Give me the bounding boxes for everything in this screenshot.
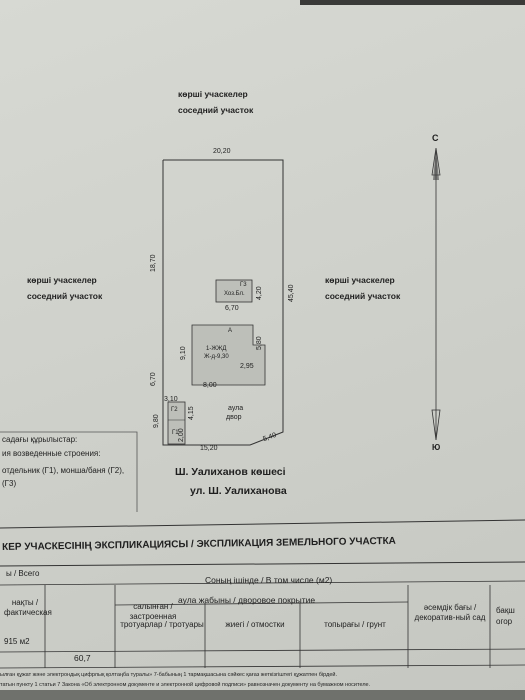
neighbor-right-kz: көрші учаскелер xyxy=(325,275,395,285)
compass-south: Ю xyxy=(432,443,441,452)
explication-decor: әсемдік бағы / декоратив-ный сад xyxy=(414,603,486,623)
explication-total: ы / Всего xyxy=(6,569,40,578)
explication-yard-cover: аула жабыны / дворовое покрытие xyxy=(178,595,316,605)
g3-desc: Хоз.Бл. xyxy=(224,291,245,297)
explication-among: Соның ішінде / В том числе (м2) xyxy=(205,575,333,585)
street-ru: ул. Ш. Уалиханова xyxy=(190,485,287,497)
dim-g2-side: 2,00 xyxy=(178,428,185,442)
legend-line1: садағы құрылыстар: xyxy=(2,435,78,444)
explication-built: салынған / застроенная xyxy=(129,602,177,622)
dim-right: 45,40 xyxy=(288,284,295,302)
dim-house-width: 8,00 xyxy=(203,382,217,389)
legend-line3: отдельник (Г1), монша/баня (Г2), xyxy=(2,466,125,475)
street-kz: Ш. Уалиханов көшесі xyxy=(175,466,286,478)
dim-left-lower: 9,80 xyxy=(153,414,160,428)
explication-garden: бақш огор xyxy=(496,606,515,627)
compass-north: С xyxy=(432,133,439,143)
building-house xyxy=(191,324,266,386)
footer-line2: татын пункту 1 статьи 7 Закона «Об элект… xyxy=(0,682,371,688)
top-strip xyxy=(300,0,525,5)
neighbor-left-ru: соседний участок xyxy=(27,291,103,301)
dim-g2-top: 3,10 xyxy=(164,396,178,403)
dim-g2-height: 4,15 xyxy=(188,406,195,420)
compass-arrow-down xyxy=(431,409,441,441)
legend-box xyxy=(0,431,138,512)
dim-house-notch-h: 5,80 xyxy=(256,336,263,350)
house-desc1: 1-ЖЖД xyxy=(206,346,227,352)
dim-left-middle: 6,70 xyxy=(150,372,157,386)
explication-blind-area: жиегі / отмостки xyxy=(225,620,285,629)
house-code: А xyxy=(228,328,233,334)
dim-bottom: 15,20 xyxy=(200,445,218,452)
plot-boundary xyxy=(162,159,284,446)
dim-house-height: 9,10 xyxy=(180,346,187,360)
neighbor-top-kz: көрші учаскелер xyxy=(178,89,248,99)
g2-desc: Г1 xyxy=(172,430,179,436)
explication-actual: нақты / фактическая xyxy=(4,598,52,617)
dim-g3-height: 4,20 xyxy=(256,286,263,300)
neighbor-right-ru: соседний участок xyxy=(325,291,401,301)
yard-ru: двор xyxy=(226,414,242,421)
dim-left-upper: 18,70 xyxy=(150,254,157,272)
neighbor-top-ru: соседний участок xyxy=(178,105,254,115)
building-g3 xyxy=(215,279,253,303)
neighbor-left-kz: көрші учаскелер xyxy=(27,275,97,285)
legend-line2: ия возведенные строения: xyxy=(2,449,101,458)
explication-val-built: 60,7 xyxy=(74,653,91,663)
explication-val-actual: 915 м2 xyxy=(4,637,30,646)
footer-line1: ылған құжат және электрондық цифрлық қол… xyxy=(0,672,337,678)
g2-code: Г2 xyxy=(171,407,178,413)
dim-house-notch-w: 2,95 xyxy=(240,363,254,370)
legend-line4: (Г3) xyxy=(2,479,17,488)
g3-code: Г3 xyxy=(240,282,247,288)
explication-sidewalks: тротуарлар / тротуары xyxy=(120,620,204,629)
dim-top: 20,20 xyxy=(213,148,231,155)
explication-ground: топырағы / грунт xyxy=(324,620,386,629)
house-desc2: Ж-д-9,30 xyxy=(204,354,229,360)
building-g2 xyxy=(167,401,186,445)
dim-g3-width: 6,70 xyxy=(225,305,239,312)
yard-kz: аула xyxy=(228,405,244,412)
